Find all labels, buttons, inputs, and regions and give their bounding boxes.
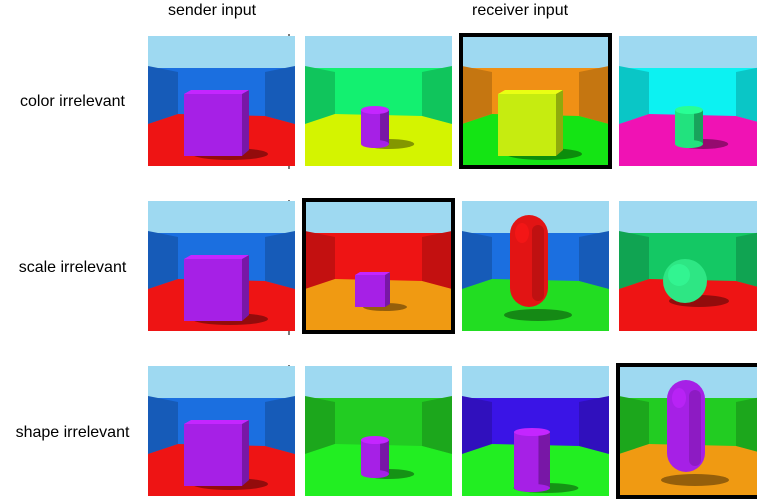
receiver-image-scale-3[interactable]: [619, 201, 757, 331]
receiver-image-shape-3[interactable]: [619, 366, 757, 496]
row-label-color: color irrelevant: [20, 93, 125, 110]
sender-image-color-0: [148, 36, 295, 166]
sender-image-shape-0: [148, 366, 295, 496]
receiver-image-scale-1[interactable]: [305, 201, 452, 331]
receiver-image-color-1[interactable]: [305, 36, 452, 166]
receiver-image-shape-1[interactable]: [305, 366, 452, 496]
row-label-shape: shape irrelevant: [15, 424, 130, 441]
receiver-image-shape-2[interactable]: [462, 366, 609, 496]
header-receiver: receiver input: [472, 2, 569, 19]
header-sender: sender input: [168, 2, 257, 19]
sender-image-scale-0: [148, 201, 295, 331]
receiver-image-color-3[interactable]: [619, 36, 757, 166]
receiver-image-color-2[interactable]: [462, 36, 609, 166]
receiver-image-scale-2[interactable]: [462, 201, 609, 331]
row-label-scale: scale irrelevant: [18, 259, 127, 276]
